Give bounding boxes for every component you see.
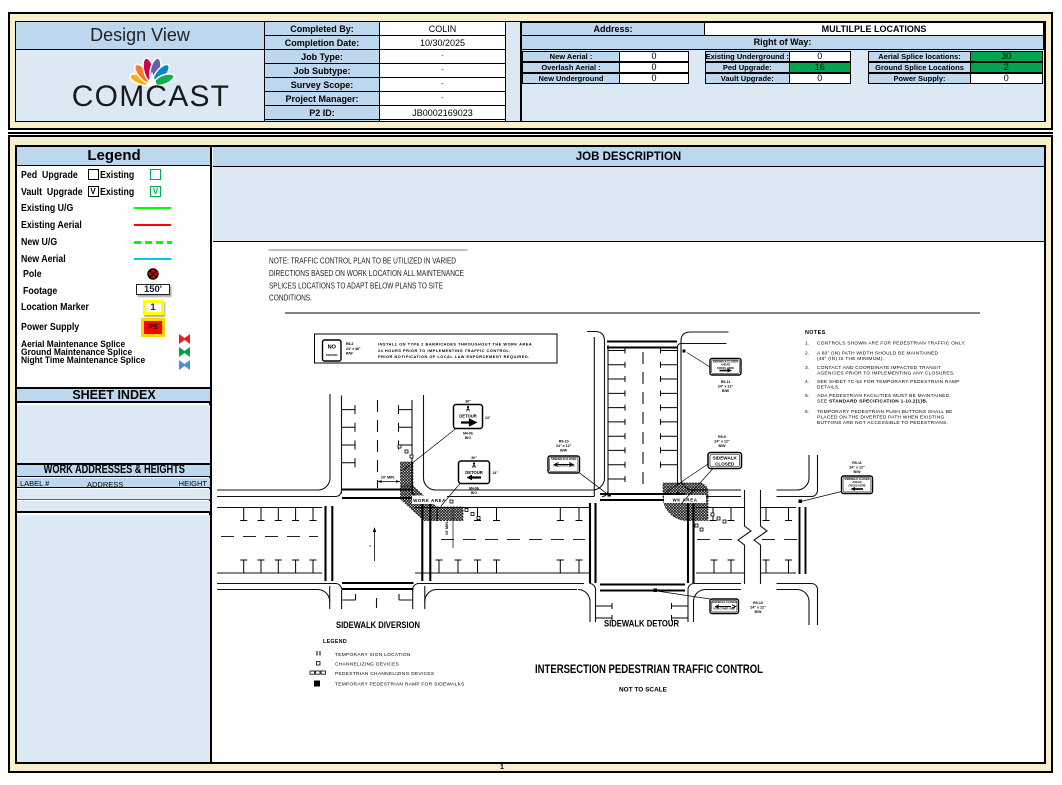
svg-text:USE OTHER SIDE: USE OTHER SIDE [553,463,575,467]
svg-text:24" x 12": 24" x 12" [849,466,865,470]
svg-text:24" x 12": 24" x 12" [718,385,734,389]
svg-text:SIDEWALK CLOSED: SIDEWALK CLOSED [844,477,869,481]
svg-text:AGENCIES PRIOR TO IMPLEMENTI: AGENCIES PRIOR TO IMPLEMENTING ANY CLOSU… [817,371,955,377]
svg-text:B/W: B/W [719,444,727,448]
svg-text:LEGEND: LEGEND [323,639,347,645]
svg-text:24": 24" [485,416,491,420]
svg-text:NOT TO SCALE: NOT TO SCALE [619,687,668,694]
svg-text:R8-3: R8-3 [346,342,353,346]
svg-text:A 60" (IN) PATH WIDTH SHO: A 60" (IN) PATH WIDTH SHOULD BE MAINTAIN… [817,351,938,357]
svg-text:DETOUR: DETOUR [465,470,483,475]
svg-text:TEMPORARY PEDESTRIAN RAMP F: TEMPORARY PEDESTRIAN RAMP FOR SIDEWALKS [335,682,465,688]
svg-text:SIDEWALK CLOSED: SIDEWALK CLOSED [713,360,738,364]
svg-text:5.: 5. [805,393,810,399]
svg-text:CONTROLS SHOWN ARE FOR PED: CONTROLS SHOWN ARE FOR PEDESTRIAN TRAFFI… [817,341,966,347]
svg-text:x: x [369,543,371,548]
svg-text:CONTACT AND COORDINATE IMPA: CONTACT AND COORDINATE IMPACTED TRANSIT [817,365,941,371]
svg-text:6.: 6. [805,409,810,415]
svg-text:R9-11: R9-11 [721,380,731,384]
svg-text:DETAILS.: DETAILS. [817,385,840,391]
svg-text:SPLICES LOCATIONS TO ADAPT BEL: SPLICES LOCATIONS TO ADAPT BELOW PLANS T… [269,280,443,290]
svg-text:24" x 12": 24" x 12" [556,444,572,448]
svg-text:TEMPORARY SIGN LOCATION: TEMPORARY SIGN LOCATION [335,652,411,658]
svg-text:WK AREA: WK AREA [672,498,697,503]
svg-text:M4-9b: M4-9b [469,487,479,491]
svg-text:SEE SHEET TC-52 FOR TEMPOR: SEE SHEET TC-52 FOR TEMPORARY PEDESTRIAN… [817,379,960,385]
svg-text:BUTTONS ARE NOT ACCESSIBLE: BUTTONS ARE NOT ACCESSIBLE TO PEDESTRIAN… [817,420,948,426]
svg-text:COMCAST: COMCAST [72,80,230,113]
svg-text:NO: NO [328,345,337,351]
svg-text:SIDEWALK CLOSED: SIDEWALK CLOSED [712,600,737,604]
svg-text:B/O: B/O [471,491,477,495]
svg-text:36": 36" [465,400,471,404]
svg-text:R/W: R/W [346,352,353,356]
svg-text:SIDEWALK CLOSED: SIDEWALK CLOSED [551,457,576,461]
svg-text:INTERSECTION PEDESTRIAN TRAF: INTERSECTION PEDESTRIAN TRAFFIC CONTROL [535,664,763,676]
svg-text:ADA PEDESTRIAN FACILITIES M: ADA PEDESTRIAN FACILITIES MUST BE MAINTA… [817,393,951,399]
svg-text:CROSS HERE: CROSS HERE [848,483,865,487]
svg-text:TEMPORARY PEDESTRIAN PUSH B: TEMPORARY PEDESTRIAN PUSH BUTTONS SHALL … [817,409,953,415]
svg-text:CROSS HERE: CROSS HERE [717,366,734,370]
svg-text:WORK AREA: WORK AREA [413,498,446,503]
svg-text:24" x 36": 24" x 36" [346,347,361,351]
svg-text:10’ MIN.: 10’ MIN. [381,476,395,480]
svg-text:PLACED ON THE DIVERTED PAT: PLACED ON THE DIVERTED PATH WHEN EXISTIN… [817,415,944,421]
svg-text:10’ MIN.: 10’ MIN. [445,521,449,535]
svg-text:4.: 4. [805,379,810,385]
svg-text:30": 30" [471,456,477,460]
svg-text:SIDEWALK DETOUR: SIDEWALK DETOUR [604,619,680,629]
svg-text:24" x 12": 24" x 12" [750,606,766,610]
svg-text:NOTE: TRAFFIC CONTROL PLAN TO: NOTE: TRAFFIC CONTROL PLAN TO BE UTILIZE… [269,256,456,266]
svg-text:24 HOURS PRIOR TO IMPLEMEN: 24 HOURS PRIOR TO IMPLEMENTING TRAFFIC C… [378,348,511,353]
svg-text:B/W: B/W [854,470,862,474]
svg-text:CHANNELIZING DEVICES: CHANNELIZING DEVICES [335,662,399,668]
svg-text:B/O: B/O [465,436,471,440]
svg-text:B/W: B/W [560,449,568,453]
svg-text:DIRECTIONS BASED ON WORK LOCAT: DIRECTIONS BASED ON WORK LOCATION ALL MA… [269,268,464,278]
svg-text:NOTES: NOTES [805,330,826,336]
svg-text:PRIOR NOTIFICATION OF LOCAL: PRIOR NOTIFICATION OF LOCAL LAW ENFORCEM… [378,354,530,359]
svg-text:3.: 3. [805,365,810,371]
svg-text:SEE STANDARD SPECIFICATION: SEE STANDARD SPECIFICATION 1-10.2(1)B. [817,399,928,405]
svg-text:CONDITIONS.: CONDITIONS. [269,293,312,303]
svg-text:24": 24" [493,471,499,475]
svg-text:AHEAD: AHEAD [721,363,730,367]
svg-text:AHEAD: AHEAD [852,480,861,484]
svg-text:24" x 12": 24" x 12" [714,440,730,444]
svg-text:CLOSED: CLOSED [715,462,735,467]
svg-text:2.: 2. [805,351,810,357]
svg-text:PEDESTRIAN CHANNELIZING DEVI: PEDESTRIAN CHANNELIZING DEVICES [335,671,434,677]
svg-text:R9-10: R9-10 [753,601,763,605]
svg-text:PARKING: PARKING [326,353,338,357]
svg-text:R9-11: R9-11 [852,461,862,465]
svg-text:DETOUR: DETOUR [459,414,477,419]
svg-text:(48" (IN) IS THE MINIMUM).: (48" (IN) IS THE MINIMUM). [817,356,884,362]
svg-text:B/W: B/W [722,389,730,393]
svg-text:INSTALL ON TYPE 2 BARRICAD: INSTALL ON TYPE 2 BARRICADES THROUGHOUT … [378,342,532,347]
svg-text:SIDEWALK: SIDEWALK [713,456,738,461]
svg-text:R9-9: R9-9 [718,435,726,439]
svg-text:B/W: B/W [755,610,763,614]
svg-text:1.: 1. [805,341,810,347]
svg-text:USE OTHER SIDE: USE OTHER SIDE [713,606,735,610]
svg-text:R9-10: R9-10 [559,440,569,444]
svg-text:SIDEWALK DIVERSION: SIDEWALK DIVERSION [336,620,420,630]
svg-text:M4-9b: M4-9b [463,432,473,436]
